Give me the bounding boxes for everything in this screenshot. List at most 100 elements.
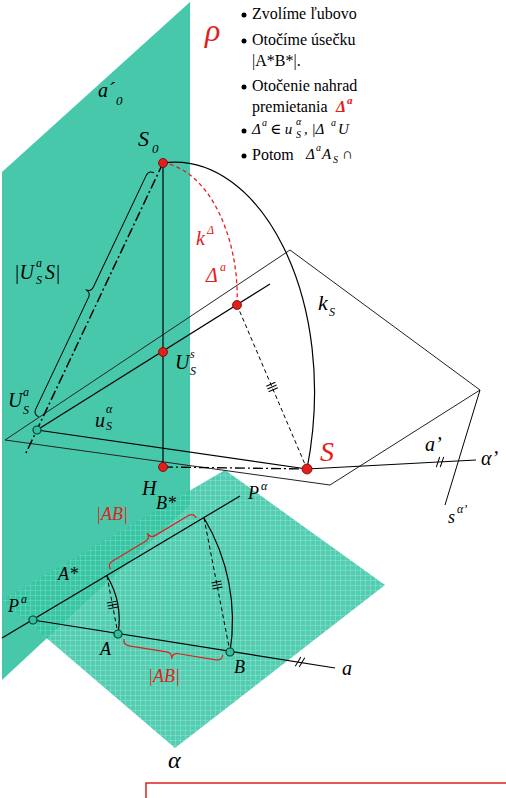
figure-label: Δ (206, 265, 218, 285)
circle-arc-kdelta (163, 163, 237, 305)
figure-label: u (95, 410, 105, 430)
point (159, 463, 168, 472)
figure-label: Otočíme úsečku (252, 32, 356, 48)
projection-line (162, 163, 163, 467)
figure-label: a (342, 658, 352, 678)
figure-label: P (248, 484, 259, 502)
figure-label: a (36, 257, 42, 269)
note-frame (146, 783, 506, 798)
bullet (242, 13, 247, 18)
point (226, 648, 234, 656)
figure-label: B* (156, 494, 176, 512)
figure-label: S (138, 128, 149, 150)
figure-label: |AB| (148, 667, 180, 685)
rotation-arc (204, 518, 232, 652)
point (302, 464, 312, 474)
figure-part (436, 457, 441, 467)
point (33, 426, 41, 434)
figure-label: a (21, 593, 27, 605)
dash-dot-line (26, 163, 163, 453)
dashed-line (107, 576, 118, 634)
figure-label: Potom (252, 147, 294, 163)
figure-label: |AB| (96, 505, 128, 523)
figure-label: |U (14, 262, 34, 282)
plane-alpha-prime (5, 250, 480, 485)
figure-label: α (296, 117, 301, 127)
figure-label: Zvolíme ľubovo (252, 6, 357, 22)
bullet (242, 39, 247, 44)
figure-label: Δ (336, 99, 346, 115)
point (159, 348, 168, 357)
figure-label: 0 (116, 94, 123, 107)
figure-part (299, 657, 305, 668)
figure-part (107, 601, 117, 603)
point (29, 616, 37, 624)
figure-label: a (220, 261, 226, 273)
figure-label: a (23, 386, 29, 398)
figure-label: α (261, 480, 267, 492)
figure-label: s (448, 508, 455, 526)
equal-ticks (266, 382, 278, 391)
figure-label: α’ (481, 448, 498, 468)
figure-label: H (142, 478, 156, 498)
plane-alpha (2, 470, 385, 748)
equal-ticks (212, 581, 223, 589)
figure-part (213, 587, 223, 589)
figure-part (108, 604, 118, 606)
figure-label: |A*B*|. (252, 53, 301, 69)
figure-label: a´ (98, 80, 115, 100)
dashed-line (237, 305, 307, 469)
figure-label: s (190, 348, 195, 360)
figure-label: S (329, 306, 335, 318)
figure-label: 0 (152, 142, 159, 155)
figure-label: U (175, 352, 189, 372)
figure-label: a (262, 118, 267, 128)
figure-label: U (338, 122, 349, 137)
figure-part (269, 388, 278, 392)
figure-label: k (318, 292, 328, 314)
figure-label: Δ (252, 122, 261, 137)
equal-ticks (107, 601, 118, 609)
parallel-ticks (436, 457, 445, 467)
line-a (33, 620, 335, 668)
figure-label: Otočenie nahrad (252, 78, 357, 94)
circle-arc-ks (163, 162, 315, 469)
figure-label: S| (45, 262, 61, 282)
figure-label: a (331, 118, 336, 128)
trace-line-p (2, 496, 240, 638)
figure-label: A (322, 147, 331, 162)
bullet (242, 154, 247, 159)
figure-label: S (320, 438, 334, 466)
figure-label: Δ (207, 224, 214, 236)
rotation-arc (107, 576, 119, 634)
bullet (242, 85, 247, 90)
figure-label: Δ (306, 147, 315, 162)
figure-label: α (168, 748, 181, 772)
figure-label: a (347, 95, 353, 106)
figure-label: A* (58, 565, 78, 583)
point (159, 159, 168, 168)
figure-label: premietania (252, 99, 328, 115)
dashed-line (204, 518, 230, 652)
figure-label: ∩ (342, 147, 353, 162)
brace (28, 168, 154, 417)
figure-part (212, 584, 222, 586)
trace-line (445, 390, 480, 505)
figure-label: , |Δ (304, 122, 324, 137)
line-us (37, 430, 307, 469)
figure-label: k (196, 228, 205, 248)
figure-label: a (316, 143, 321, 153)
figure-label: S (23, 404, 29, 416)
figure-part (108, 607, 118, 609)
figure-label: ρ (205, 14, 220, 46)
figure-label: S (106, 420, 112, 432)
point (114, 630, 122, 638)
figure-part (212, 581, 222, 583)
dash-dot-line (163, 467, 307, 469)
brace-red (122, 639, 223, 667)
figure-label: S (36, 274, 42, 286)
line-u (37, 284, 270, 430)
parallel-ticks (295, 656, 304, 667)
